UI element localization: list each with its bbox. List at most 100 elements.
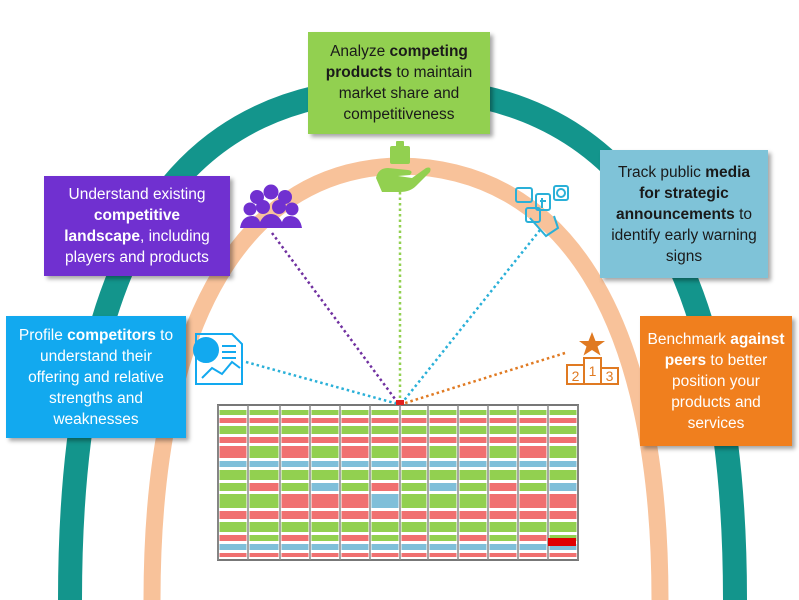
grid-cell [312,426,339,434]
grid-cell [490,553,517,557]
grid-cell [250,437,279,443]
grid-cell [220,426,247,434]
grid-cell [550,483,577,491]
box-profile-competitors: Profile competitors to understand their … [6,316,186,438]
box-top-line4: competitiveness [343,104,454,125]
grid-cell [282,535,309,541]
grid-cell [342,494,369,508]
grid-cell [312,535,339,541]
box-ll-line3: offering and relative [28,367,164,388]
box-analyze-competing-products: Analyze competing products to maintain m… [308,32,490,134]
grid-cell [282,470,309,480]
grid-cell [550,437,577,443]
grid-cell [402,446,427,458]
box-top-line1-b: competing [390,43,468,60]
grid-cell [490,426,517,434]
box-ll-line1-b: competitors [67,327,156,344]
grid-cell [460,553,487,557]
grid-cell [372,544,399,550]
grid-cell [342,483,369,491]
grid-cell [460,437,487,443]
grid-cell [250,511,279,519]
box-lr-line1-a: Benchmark [648,331,731,348]
box-ll-line2: understand their [40,346,152,367]
grid-cell [520,535,547,541]
box-ll-line5: weaknesses [53,409,138,430]
grid-cell [220,544,247,550]
grid-cell [460,446,487,458]
grid-cell [520,410,547,415]
grid-cell [282,483,309,491]
grid-cell [220,511,247,519]
grid-cell [490,494,517,508]
box-ur-line3-b: to [735,206,752,223]
grid-cell [342,511,369,519]
grid-cell [520,494,547,508]
comparison-grid [218,405,578,560]
grid-cell [430,418,457,423]
box-understand-landscape: Understand existing competitive landscap… [44,176,230,276]
grid-cell [312,446,339,458]
grid-cell [430,426,457,434]
grid-cell [342,522,369,532]
grid-cell [402,553,427,557]
grid-cell [220,461,247,467]
grid-cell [282,437,309,443]
grid-cell [490,483,517,491]
grid-cell [402,494,427,508]
connector-lower-left [246,362,398,404]
box-ll-line4: strengths and [49,388,143,409]
grid-cell [550,410,577,415]
grid-cell [520,418,547,423]
box-top-line2-a: products [326,64,392,81]
grid-cell [372,470,399,480]
grid-cell [490,535,517,541]
box-ur-line5: signs [666,246,702,267]
grid-cell [372,426,399,434]
box-ur-line4: identify early warning [611,225,757,246]
grid-cell [520,426,547,434]
grid-cell [342,544,369,550]
grid-cell [460,483,487,491]
grid-cell [342,461,369,467]
grid-cell [372,446,399,458]
grid-cell [402,535,427,541]
grid-cell [430,483,457,491]
box-ul-line1: Understand existing [69,184,206,205]
grid-cell [550,494,577,508]
connector-lower-right [402,353,565,404]
grid-cell [490,418,517,423]
grid-cell [402,511,427,519]
grid-cell [402,522,427,532]
grid-cell [282,418,309,423]
grid-cell [520,553,547,557]
grid-cell [402,470,427,480]
grid-cell [342,535,369,541]
grid-cell [490,544,517,550]
grid-cell [490,522,517,532]
grid-cell [250,544,279,550]
grid-cell [460,522,487,532]
box-lr-line3: position your [672,371,760,392]
grid-cell [490,470,517,480]
grid-cell [520,522,547,532]
grid-cell [220,437,247,443]
podium-label-third: 3 [606,368,614,384]
grid-cell [430,522,457,532]
grid-cell [250,553,279,557]
grid-cell [430,470,457,480]
grid-cell [402,418,427,423]
focus-point [396,400,404,405]
grid-cell [372,511,399,519]
grid-cell [312,553,339,557]
grid-cell [220,553,247,557]
grid-cell [550,522,577,532]
grid-cell [460,410,487,415]
box-ll-line1-a: Profile [19,327,67,344]
grid-cell [312,511,339,519]
grid-cell [342,470,369,480]
grid-cell [250,535,279,541]
grid-cell [250,426,279,434]
grid-cell [312,494,339,508]
grid-cell [402,410,427,415]
